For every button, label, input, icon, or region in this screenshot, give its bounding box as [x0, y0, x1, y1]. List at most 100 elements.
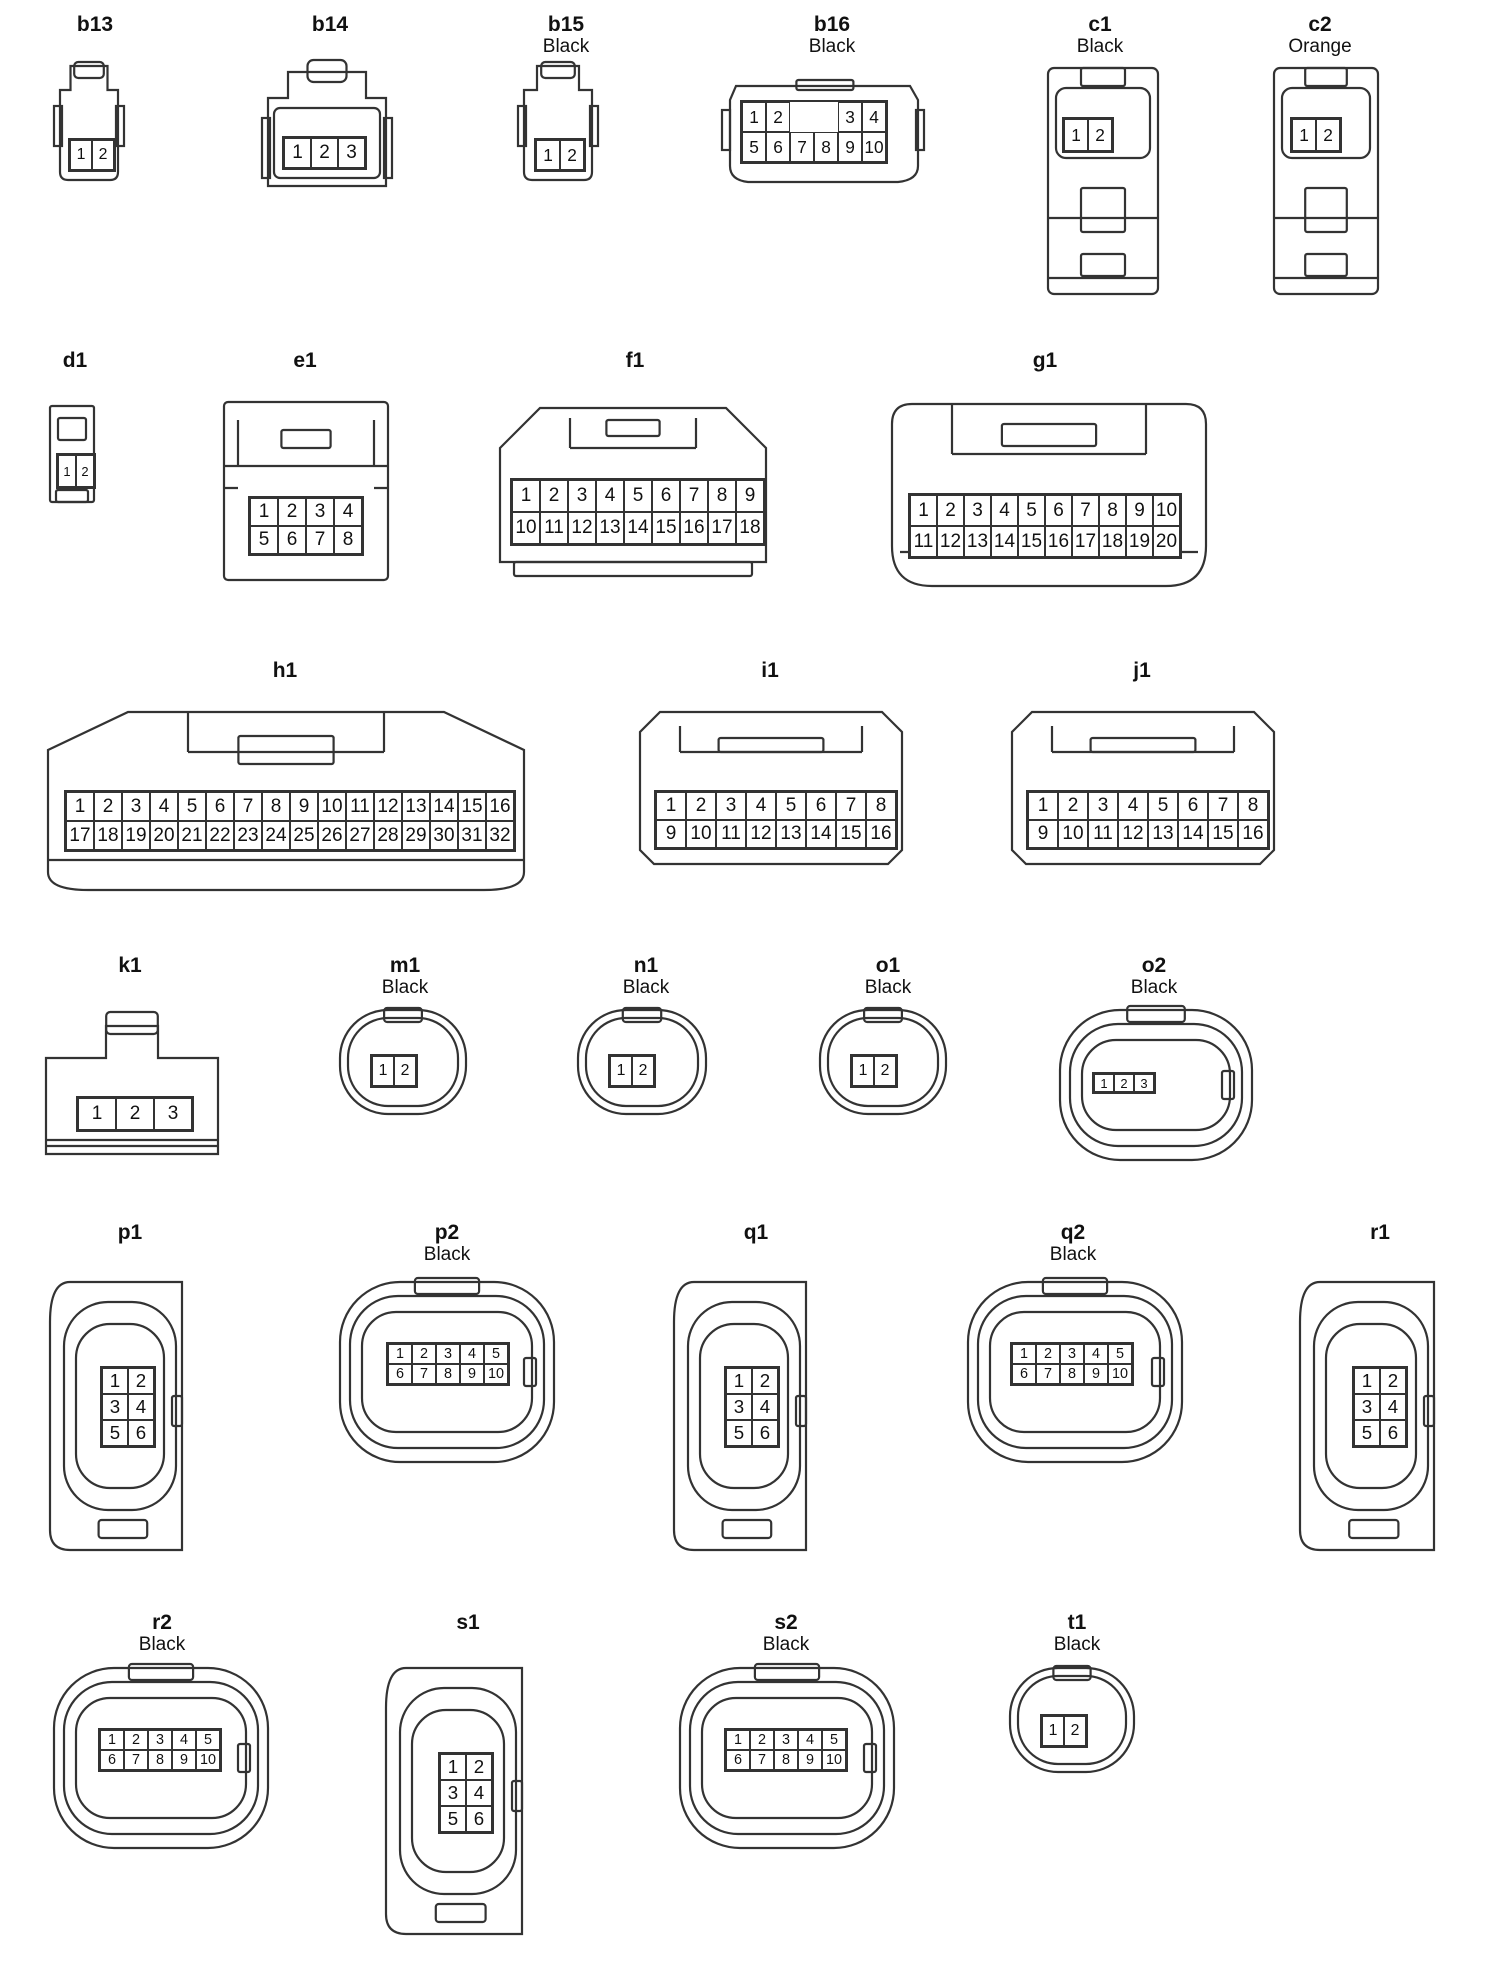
pin-cell: 31 [458, 821, 486, 850]
pin-cell: 5 [726, 1420, 752, 1446]
pin-cell: 23 [234, 821, 262, 850]
pin-cell: 1 [66, 792, 94, 821]
connector-label-s1: s1 [388, 1612, 548, 1633]
connector-label-q1: q1 [676, 1222, 836, 1243]
pin-cell: 22 [206, 821, 234, 850]
pin-cell: 1 [910, 495, 937, 526]
connector-body-c1 [1046, 66, 1160, 296]
pin-cell: 5 [822, 1730, 846, 1750]
connector-label-f1: f1 [555, 350, 715, 371]
pin-cell: 20 [150, 821, 178, 850]
pin-cell: 2 [412, 1344, 436, 1364]
pin-cell: 4 [596, 480, 624, 512]
pin-cell: 28 [374, 821, 402, 850]
pin-cell: 1 [536, 140, 560, 170]
pin-cell: 6 [752, 1420, 778, 1446]
pin-cell: 12 [568, 512, 596, 544]
pin-cell: 7 [836, 792, 866, 820]
pin-cell: 1 [610, 1056, 632, 1086]
pin-cell: 8 [866, 792, 896, 820]
connector-body-j1 [1010, 710, 1276, 866]
connector-color: Black [138, 1634, 186, 1655]
pin-cell: 2 [632, 1056, 654, 1086]
pin-cell: 10 [862, 132, 886, 162]
pin-cell: 19 [1126, 526, 1153, 557]
pin-cell: 30 [430, 821, 458, 850]
pin-cell: 3 [964, 495, 991, 526]
connector-id: p2 [434, 1221, 460, 1244]
pin-cell: 3 [306, 498, 334, 526]
pin-cell: 5 [102, 1420, 128, 1446]
connector-color: Black [1053, 1634, 1101, 1655]
pin-cell: 1 [852, 1056, 874, 1086]
pin-cell: 6 [1045, 495, 1072, 526]
pin-cell: 1 [440, 1754, 466, 1780]
pin-cell: 1 [388, 1344, 412, 1364]
pin-cell: 8 [1060, 1364, 1084, 1384]
pin-cell: 12 [746, 820, 776, 848]
pin-cell: 1 [1094, 1074, 1114, 1092]
pin-cell: 4 [150, 792, 178, 821]
connector-body-q2 [966, 1276, 1184, 1464]
pin-cell: 4 [334, 498, 362, 526]
pin-cell: 16 [680, 512, 708, 544]
pin-cell: 1 [742, 102, 766, 132]
connector-id: g1 [1032, 349, 1058, 372]
pin-cell: 2 [560, 140, 584, 170]
connector-color: Black [542, 36, 590, 57]
pin-cell: 1 [656, 792, 686, 820]
connector-label-b14: b14 [250, 14, 410, 35]
pin-cell: 6 [388, 1364, 412, 1384]
pin-cell: 14 [806, 820, 836, 848]
pin-cell [814, 102, 838, 132]
pin-cell: 4 [1118, 792, 1148, 820]
pin-cell: 10 [822, 1750, 846, 1770]
connector-body-c2 [1272, 66, 1380, 296]
pin-cell: 4 [172, 1730, 196, 1750]
pin-cell: 17 [708, 512, 736, 544]
pin-cell: 10 [1108, 1364, 1132, 1384]
connector-id: r1 [1370, 1221, 1390, 1244]
pin-cell: 7 [1208, 792, 1238, 820]
pin-cell: 4 [1380, 1394, 1406, 1420]
pin-cell: 2 [1036, 1344, 1060, 1364]
pin-cell: 9 [1028, 820, 1058, 848]
pin-cell: 3 [122, 792, 150, 821]
connector-body-q1 [672, 1280, 808, 1552]
pin-cell: 18 [736, 512, 764, 544]
pin-cell: 6 [766, 132, 790, 162]
connector-id: j1 [1133, 659, 1151, 682]
connector-color: Black [1130, 977, 1178, 998]
pin-cell: 17 [66, 821, 94, 850]
connector-color: Black [381, 977, 429, 998]
pin-cell: 17 [1072, 526, 1099, 557]
connector-body-b16 [720, 78, 926, 184]
pin-cell: 14 [991, 526, 1018, 557]
pin-cell: 32 [486, 821, 514, 850]
connector-body-b15 [516, 60, 600, 182]
pin-cell: 3 [716, 792, 746, 820]
pin-cell: 2 [686, 792, 716, 820]
pin-cell: 14 [430, 792, 458, 821]
pin-cell: 11 [540, 512, 568, 544]
pin-cell: 2 [124, 1730, 148, 1750]
connector-body-f1 [498, 406, 768, 578]
pin-cell: 1 [726, 1368, 752, 1394]
connector-id: m1 [389, 954, 421, 977]
pin-cell: 2 [874, 1056, 896, 1086]
pin-cell: 1 [1028, 792, 1058, 820]
pin-cell: 5 [484, 1344, 508, 1364]
